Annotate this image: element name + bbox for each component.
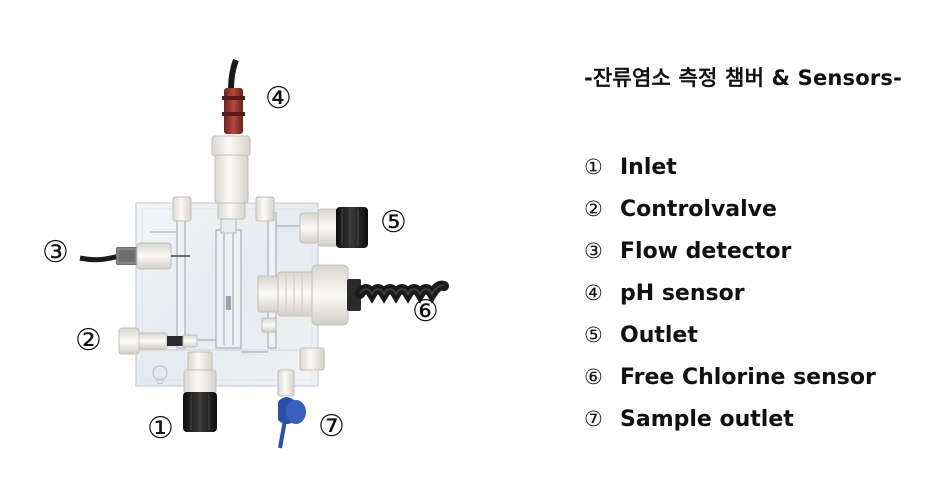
- legend-number: ④: [584, 281, 603, 305]
- bottom-right-fitting: [299, 347, 325, 371]
- legend-label: Free Chlorine sensor: [620, 364, 876, 390]
- legend-label: Inlet: [620, 154, 677, 180]
- legend-label: Flow detector: [620, 238, 792, 264]
- control-valve: [118, 327, 198, 355]
- legend-number: ⑥: [584, 365, 603, 389]
- legend-label: Sample outlet: [620, 406, 794, 432]
- legend-item-outlet: ⑤ Outlet: [584, 314, 876, 356]
- callout-7: ⑦: [318, 409, 345, 444]
- inlet: [183, 351, 217, 432]
- legend-number: ③: [584, 239, 603, 263]
- flow-detector: [79, 242, 190, 270]
- legend-item-free-chlorine-sensor: ⑥ Free Chlorine sensor: [584, 356, 876, 398]
- callout-5: ⑤: [380, 205, 407, 240]
- free-chlorine-sensor: [257, 264, 449, 333]
- callout-4: ④: [265, 81, 292, 116]
- sample-outlet: [277, 369, 306, 449]
- callout-2: ②: [75, 323, 102, 358]
- legend-item-sample-outlet: ⑦ Sample outlet: [584, 398, 876, 440]
- legend-label: Outlet: [620, 322, 698, 348]
- ph-sensor: [211, 58, 251, 234]
- legend-item-inlet: ① Inlet: [584, 146, 876, 188]
- legend-item-control-valve: ② Controlvalve: [584, 188, 876, 230]
- legend-item-flow-detector: ③ Flow detector: [584, 230, 876, 272]
- callout-3: ③: [42, 235, 69, 270]
- legend-number: ②: [584, 197, 603, 221]
- legend-list: ① Inlet ② Controlvalve ③ Flow detector ④ pH …: [584, 146, 876, 440]
- legend-label: Controlvalve: [620, 196, 777, 222]
- callout-6: ⑥: [412, 294, 439, 329]
- outlet: [299, 207, 368, 248]
- diagram-title: -잔류염소 측정 챔버 & Sensors-: [584, 66, 903, 90]
- callout-1: ①: [147, 411, 174, 446]
- legend-item-ph-sensor: ④ pH sensor: [584, 272, 876, 314]
- legend-number: ⑤: [584, 323, 603, 347]
- top-fittings: [172, 196, 275, 222]
- legend-number: ①: [584, 155, 603, 179]
- legend-number: ⑦: [584, 407, 603, 431]
- legend-label: pH sensor: [620, 280, 745, 306]
